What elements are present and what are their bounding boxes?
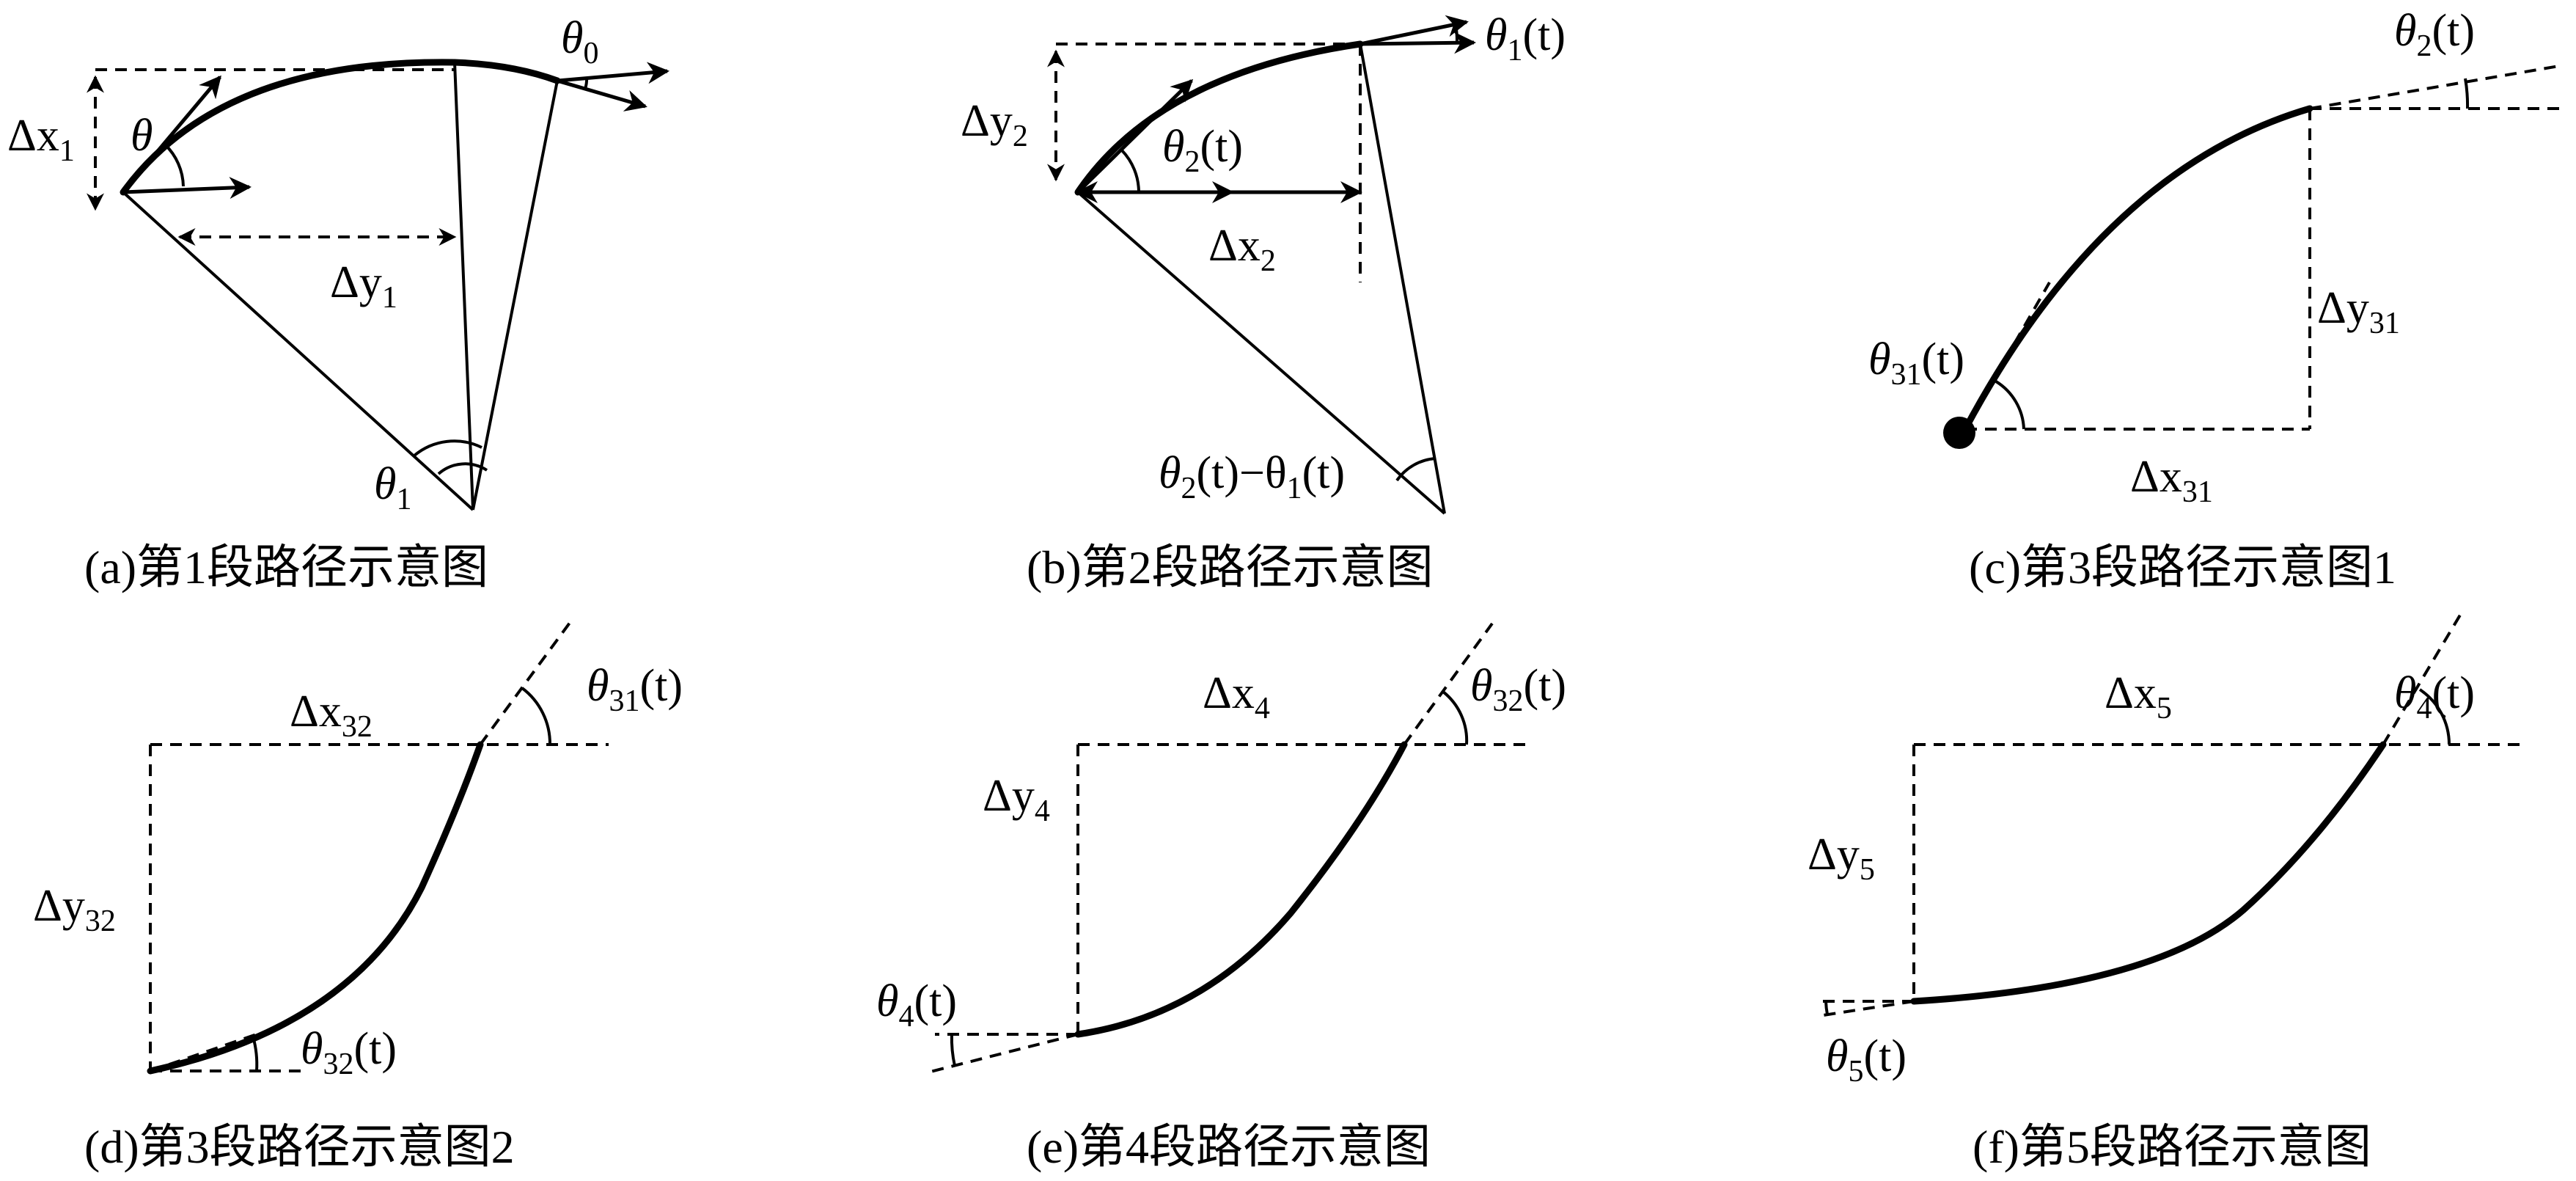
label-delta-y1: Δy1 bbox=[330, 257, 397, 315]
caption-b: (b)第2段路径示意图 bbox=[1027, 541, 1434, 593]
label-delta-y4: Δy4 bbox=[983, 771, 1050, 828]
caption-d: (d)第3段路径示意图2 bbox=[84, 1121, 515, 1173]
panel-e: Δx4 θ32(t) Δy4 θ4(t) (e)第4段路径示意图 bbox=[876, 622, 1566, 1173]
panel-b: Δy2 θ1(t) θ2(t) Δx2 θ2(t)−θ1(t) (b)第2段路径… bbox=[961, 10, 1566, 593]
caption-c: (c)第3段路径示意图1 bbox=[1969, 541, 2396, 593]
label-delta-y32: Δy32 bbox=[33, 881, 116, 938]
panel-d: Δx32 θ31(t) Δy32 θ32(t) (d)第3段路径示意图2 bbox=[33, 618, 683, 1173]
label-theta4-t-e: θ4(t) bbox=[876, 976, 957, 1034]
panel-c-geometry bbox=[1943, 65, 2566, 449]
label-theta2-t-c: θ2(t) bbox=[2394, 6, 2475, 63]
label-theta2-t: θ2(t) bbox=[1162, 122, 1243, 179]
label-theta1-t: θ1(t) bbox=[1485, 10, 1566, 67]
label-delta-x31: Δx31 bbox=[2130, 452, 2213, 509]
label-theta5-t-f: θ5(t) bbox=[1826, 1031, 1907, 1089]
label-delta-x2: Δx2 bbox=[1208, 221, 1276, 278]
path-curve-a bbox=[120, 59, 561, 196]
panel-c: θ2(t) Δy31 θ31(t) Δx31 (c)第3段路径示意图1 bbox=[1868, 6, 2566, 593]
label-delta-x5: Δx5 bbox=[2105, 668, 2172, 725]
panel-a: Δx1 θ θ0 Δy1 θ1 (a)第1段路径示意图 bbox=[7, 13, 669, 593]
path-curve-d bbox=[147, 741, 484, 1075]
label-delta-y31: Δy31 bbox=[2317, 283, 2400, 340]
label-theta31-t-d: θ31(t) bbox=[587, 661, 683, 718]
label-theta: θ bbox=[131, 111, 153, 161]
label-delta-y2: Δy2 bbox=[961, 96, 1028, 153]
label-theta1: θ1 bbox=[374, 459, 411, 516]
caption-f: (f)第5段路径示意图 bbox=[1973, 1121, 2371, 1173]
label-theta0: θ0 bbox=[561, 13, 598, 70]
label-delta-x32: Δx32 bbox=[290, 687, 373, 744]
label-theta4-t-f: θ4(t) bbox=[2394, 668, 2475, 725]
panel-e-geometry bbox=[927, 622, 1533, 1074]
label-delta-y5: Δy5 bbox=[1808, 830, 1875, 887]
caption-a: (a)第1段路径示意图 bbox=[84, 541, 488, 593]
caption-e: (e)第4段路径示意图 bbox=[1027, 1121, 1431, 1173]
panel-f: Δx5 θ4(t) Δy5 θ5(t) (f)第5段路径示意图 bbox=[1808, 607, 2522, 1173]
panel-b-geometry bbox=[1047, 15, 1476, 515]
path-curve-f bbox=[1910, 741, 2387, 1005]
panel-a-geometry bbox=[87, 59, 669, 511]
label-theta31-t-c: θ31(t) bbox=[1868, 334, 1964, 392]
start-point-dot bbox=[1943, 417, 1975, 449]
path-curve-e bbox=[1074, 741, 1408, 1038]
label-delta-x1: Δx1 bbox=[7, 111, 75, 168]
panel-d-geometry bbox=[147, 618, 609, 1075]
label-theta32-t-d: θ32(t) bbox=[301, 1024, 397, 1081]
label-theta2-minus-theta1: θ2(t)−θ1(t) bbox=[1159, 448, 1345, 505]
panel-f-geometry bbox=[1818, 607, 2522, 1017]
label-theta32-t-e: θ32(t) bbox=[1470, 661, 1566, 718]
label-delta-x4: Δx4 bbox=[1203, 668, 1270, 725]
path-curve-c bbox=[1962, 105, 2313, 433]
